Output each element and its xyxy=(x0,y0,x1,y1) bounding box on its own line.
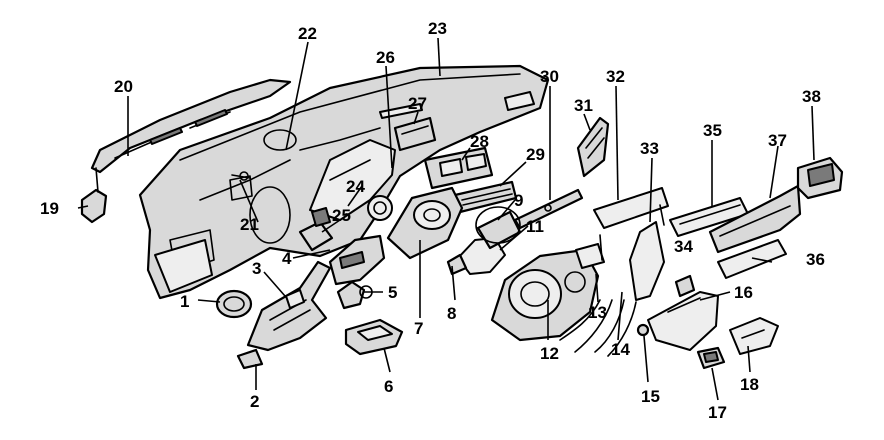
part-6-tray xyxy=(344,318,404,356)
callout-13: 13 xyxy=(588,303,607,322)
part-32-bracket xyxy=(593,187,669,261)
callout-25: 25 xyxy=(332,206,351,225)
callout-23: 23 xyxy=(428,19,447,38)
callout-29: 29 xyxy=(526,145,545,164)
part-37-glove-box-lid xyxy=(708,184,802,254)
callout-19: 19 xyxy=(40,199,59,218)
callout-16: 16 xyxy=(734,283,753,302)
callout-12: 12 xyxy=(540,344,559,363)
part-21-lower-panel xyxy=(154,171,251,293)
callout-31: 31 xyxy=(574,96,593,115)
callout-22: 22 xyxy=(298,24,317,43)
callout-2: 2 xyxy=(250,392,260,411)
part-9-11-switch-cluster xyxy=(446,206,522,276)
part-29-vent-grille xyxy=(453,180,518,214)
callout-37: 37 xyxy=(768,131,787,150)
part-31-side-vent xyxy=(576,116,610,178)
callout-36: 36 xyxy=(806,250,825,269)
callout-38: 38 xyxy=(802,87,821,106)
part-19-end-bracket xyxy=(80,167,108,224)
callout-28: 28 xyxy=(470,132,489,151)
callout-18: 18 xyxy=(740,375,759,394)
part-13-wiring xyxy=(559,243,613,353)
part-20-dash-pad xyxy=(90,78,292,174)
callout-6: 6 xyxy=(384,377,394,396)
part-25-switch xyxy=(298,195,393,252)
part-33-reinforcement xyxy=(629,221,665,301)
part-1-speaker-grille xyxy=(215,289,253,319)
callout-11: 11 xyxy=(526,217,544,236)
part-38-glove-box xyxy=(796,156,844,200)
part-7-column-cover xyxy=(386,186,464,260)
part-27-vent xyxy=(393,116,437,152)
part-5-lock-cylinder xyxy=(336,280,373,310)
part-17-connector xyxy=(696,346,726,370)
part-36-lower-rail xyxy=(717,239,787,279)
callout-9: 9 xyxy=(514,191,524,210)
callout-26: 26 xyxy=(376,48,395,67)
callout-3: 3 xyxy=(252,259,262,278)
callout-17: 17 xyxy=(708,403,727,422)
part-28-vent-box xyxy=(423,146,494,190)
part-14-duct-hose xyxy=(594,299,637,357)
callout-27: 27 xyxy=(408,94,427,113)
part-15-clip xyxy=(636,323,650,337)
part-2-clip xyxy=(236,348,264,370)
part-4-control-panel xyxy=(328,234,386,286)
leader-lines xyxy=(77,37,815,401)
part-16-lower-bracket xyxy=(647,274,719,351)
callout-15: 15 xyxy=(641,387,660,406)
part-18-mount xyxy=(729,317,779,355)
callout-4: 4 xyxy=(282,249,292,268)
callout-7: 7 xyxy=(414,319,424,338)
callout-21: 21 xyxy=(240,215,259,234)
callout-24: 24 xyxy=(346,177,365,196)
callout-20: 20 xyxy=(114,77,133,96)
callout-35: 35 xyxy=(703,121,722,140)
callout-33: 33 xyxy=(640,139,659,158)
callout-34: 34 xyxy=(674,237,693,256)
callout-30: 30 xyxy=(540,67,559,86)
part-3-knee-panel xyxy=(246,260,332,352)
callout-8: 8 xyxy=(447,304,457,323)
part-30-crossbar xyxy=(513,188,584,230)
callout-14: 14 xyxy=(611,340,630,359)
callout-32: 32 xyxy=(606,67,625,86)
callout-1: 1 xyxy=(180,292,190,311)
callout-5: 5 xyxy=(388,283,398,302)
part-26-center-duct xyxy=(309,139,396,221)
